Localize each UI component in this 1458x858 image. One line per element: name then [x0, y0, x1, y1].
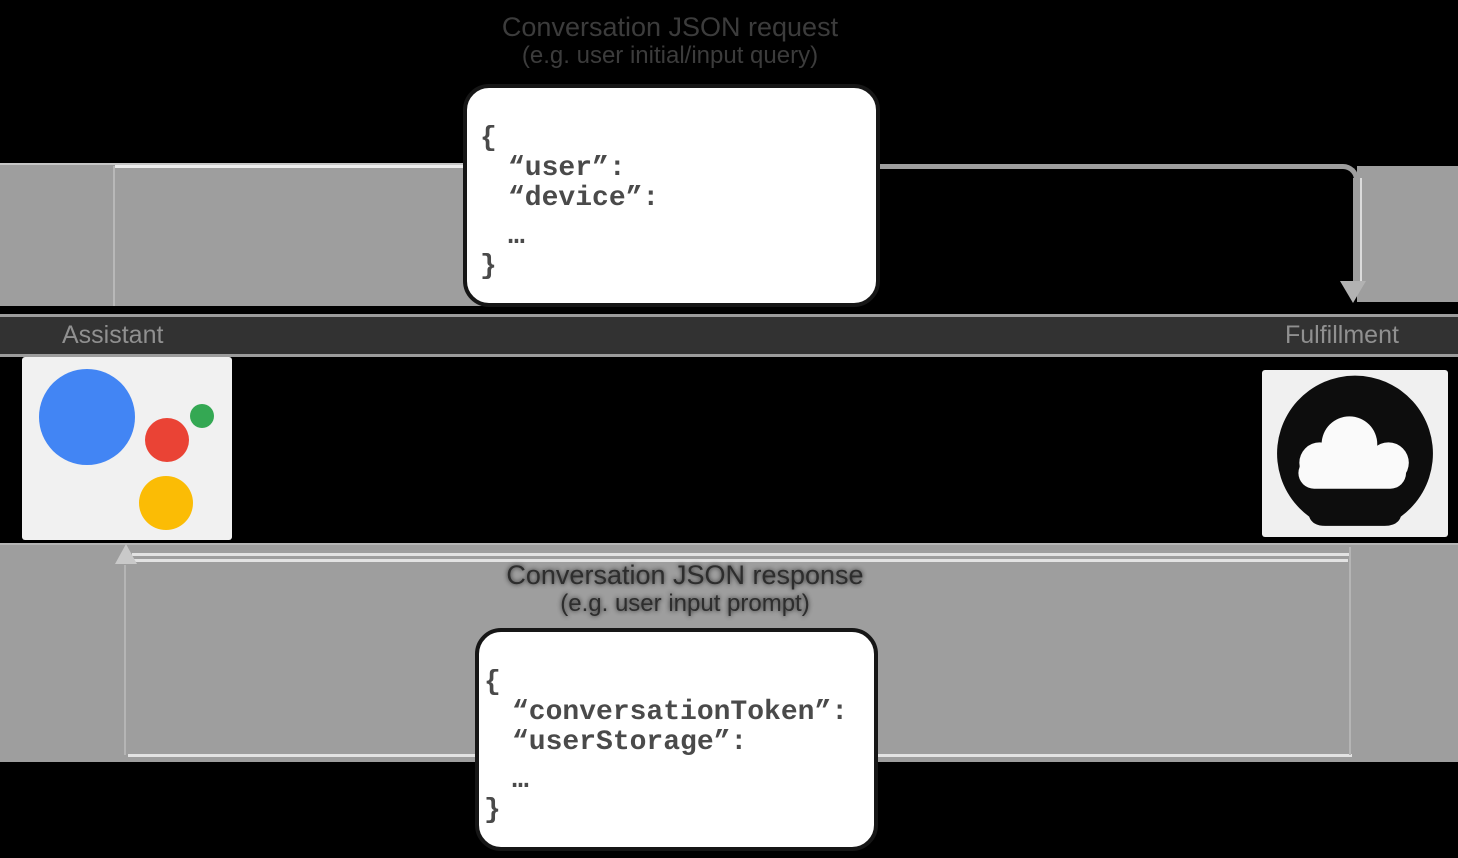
code-line: …	[508, 221, 525, 252]
request-arrow-band-edge	[0, 163, 672, 165]
fulfillment-card	[1262, 370, 1448, 537]
request-arrow-corner	[1340, 164, 1359, 183]
code-line: “user”:	[508, 153, 626, 184]
code-line: …	[512, 765, 529, 796]
request-json-code: { “user”: “device”: … }	[467, 88, 876, 282]
request-arrow-line-right	[876, 164, 1342, 169]
assistant-green-dot	[190, 404, 214, 428]
request-arrow-stem	[113, 166, 115, 306]
fulfillment-label: Fulfillment	[1285, 321, 1399, 349]
cloud-icon	[1277, 375, 1433, 526]
endpoint-label-band: Assistant Fulfillment	[0, 314, 1458, 357]
response-arrow-drop	[1349, 547, 1351, 755]
response-arrow-rise	[124, 565, 126, 755]
request-arrow-drop-highlight	[1360, 178, 1362, 288]
response-arrow-line-1	[132, 553, 1350, 556]
response-arrowhead-icon	[115, 544, 137, 564]
response-json-box: { “conversationToken”: “userStorage”: … …	[475, 628, 878, 851]
code-line: “device”:	[508, 183, 660, 214]
request-arrow-line-left	[115, 165, 463, 168]
assistant-blue-dot	[39, 369, 135, 465]
response-band-edge	[0, 543, 1458, 545]
response-json-code: { “conversationToken”: “userStorage”: … …	[479, 632, 874, 826]
assistant-red-dot	[145, 418, 189, 462]
response-title-line1: Conversation JSON response	[506, 560, 864, 590]
request-arrow-drop	[1353, 178, 1358, 282]
code-line: }	[480, 251, 497, 282]
response-flow-title: Conversation JSON response (e.g. user in…	[295, 560, 1075, 618]
request-json-box: { “user”: “device”: … }	[463, 84, 880, 307]
request-title-line1: Conversation JSON request	[501, 12, 839, 42]
request-arrow-band-right	[1357, 166, 1458, 302]
assistant-yellow-dot	[139, 476, 193, 530]
code-line: {	[480, 123, 497, 154]
assistant-card	[22, 357, 232, 540]
response-arrow-line-2	[132, 559, 1348, 562]
response-title-line2: (e.g. user input prompt)	[560, 590, 810, 617]
assistant-label: Assistant	[62, 321, 164, 349]
request-flow-title: Conversation JSON request (e.g. user ini…	[280, 12, 1060, 70]
request-arrowhead-icon	[1340, 281, 1366, 303]
code-line: {	[484, 667, 501, 698]
code-line: }	[484, 795, 501, 826]
code-line: “userStorage”:	[512, 727, 748, 758]
code-line: “conversationToken”:	[512, 697, 849, 728]
request-title-line2: (e.g. user initial/input query)	[521, 42, 819, 69]
